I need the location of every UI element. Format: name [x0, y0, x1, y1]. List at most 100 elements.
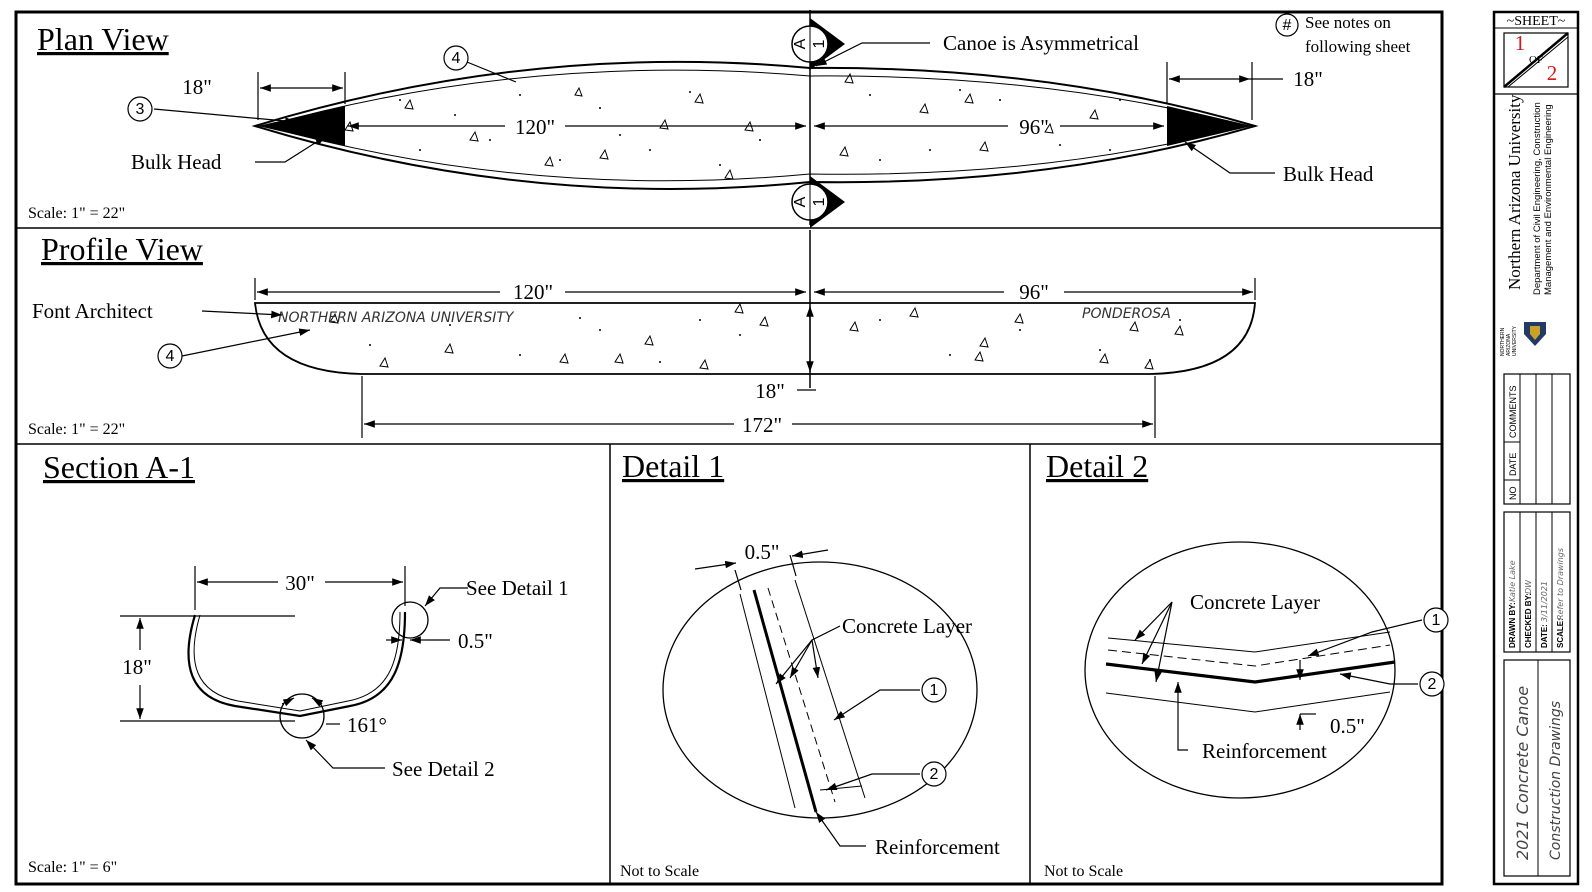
plan-left-tip-length: 18"	[182, 75, 212, 99]
svg-text:DW: DW	[1524, 579, 1533, 594]
detail-1-callout-2: 2	[921, 761, 947, 787]
drawing-info-table	[1503, 511, 1571, 653]
title-block: ~SHEET~ 1 OF 2 Northern Arizona Universi…	[1492, 10, 1580, 886]
profile-left-length: 120"	[513, 280, 553, 304]
section-marker-number: 1	[811, 39, 828, 48]
revision-table	[1503, 373, 1571, 505]
profile-hull	[254, 302, 1256, 375]
plan-leaders	[153, 42, 1275, 174]
svg-text:SCALE:: SCALE:	[1556, 618, 1565, 648]
section-dimensions	[120, 566, 468, 769]
revision-date-header: DATE	[1508, 453, 1518, 476]
profile-depth: 18"	[755, 379, 785, 403]
main-frame	[14, 10, 1444, 886]
svg-text:DRAWN BY:: DRAWN BY:	[1508, 602, 1517, 648]
profile-callout-4: 4	[157, 343, 183, 369]
see-detail-2: See Detail 2	[392, 757, 495, 781]
detail-2-callout-1: 1	[1423, 607, 1449, 633]
detail-1-scale: Not to Scale	[620, 863, 699, 880]
drawing-scale: SCALE: Refer to Drawings	[1556, 548, 1565, 648]
plan-right-length: 96"	[1019, 115, 1049, 139]
font-architect-label: Font Architect	[32, 299, 153, 323]
plan-view-title: Plan View	[37, 21, 169, 57]
sheet-of: OF	[1529, 54, 1543, 66]
section-width: 30"	[285, 571, 315, 595]
detail-2-callout-2: 2	[1419, 671, 1445, 697]
detail-2-scale: Not to Scale	[1044, 863, 1123, 880]
sheet-label: ~SHEET~	[1507, 14, 1566, 29]
department-line-1: Department of Civil Engineering, Constru…	[1532, 102, 1543, 295]
revision-comments-header: COMMENTS	[1508, 386, 1518, 439]
callout-4: 4	[443, 45, 469, 71]
detail-1-thickness: 0.5"	[745, 540, 780, 564]
bulkhead-left-label: Bulk Head	[131, 150, 222, 174]
section-height: 18"	[122, 655, 152, 679]
drawing-date: DATE: 3/11/2021	[1540, 581, 1549, 648]
plan-left-length: 120"	[515, 115, 555, 139]
section-thickness: 0.5"	[458, 629, 493, 653]
plan-tip-dimensions	[257, 62, 1283, 120]
asymmetry-note: Canoe is Asymmetrical	[943, 31, 1139, 55]
svg-text:CHECKED BY:: CHECKED BY:	[1524, 593, 1533, 648]
svg-text:2: 2	[930, 766, 939, 783]
project-name-box	[1503, 659, 1571, 877]
profile-hull-text-left: NORTHERN ARIZONA UNIVERSITY	[278, 310, 515, 326]
svg-text:1: 1	[1432, 612, 1441, 629]
detail-1-callout-1: 1	[921, 677, 947, 703]
detail-2-layers	[1105, 631, 1396, 713]
detail-2-boundary	[1084, 541, 1396, 799]
detail-1-leaders	[694, 549, 920, 847]
sheet-total: 2	[1547, 61, 1558, 85]
svg-text:DATE:: DATE:	[1540, 624, 1549, 648]
university-logo: NORTHERN ARIZONA UNIVERSITY	[1500, 322, 1546, 356]
detail-2-leaders	[1134, 601, 1423, 751]
svg-text:2: 2	[1428, 676, 1437, 693]
section-marker-top: A 1	[791, 18, 845, 70]
section-marker-letter: A	[792, 196, 809, 207]
notes-line-1: See notes on	[1305, 13, 1391, 32]
detail-2-thickness: 0.5"	[1330, 714, 1365, 738]
notes-reference: # See notes on following sheet	[1275, 13, 1411, 56]
department-line-2: Management and Environmental Engineering	[1543, 104, 1554, 295]
svg-text:1: 1	[930, 682, 939, 699]
checked-by: CHECKED BY: DW	[1524, 579, 1533, 648]
see-detail-1: See Detail 1	[466, 576, 569, 600]
callout-3: 3	[127, 96, 153, 122]
project-line-1: 2021 Concrete Canoe	[1513, 686, 1532, 860]
section-marker-number: 1	[811, 197, 828, 206]
detail-2: Detail 2 Concrete Layer 0.5" Reinforceme…	[1044, 448, 1449, 880]
plan-scale: Scale: 1" = 22"	[28, 205, 125, 222]
hash-symbol: #	[1283, 17, 1292, 34]
detail-1-reinforcement-label: Reinforcement	[875, 835, 1000, 859]
section-marker-letter: A	[792, 38, 809, 49]
profile-view: Profile View NORTHERN ARIZONA UNIVERSITY…	[28, 230, 1256, 438]
revision-no-header: NO	[1508, 487, 1518, 501]
bulkhead-right-shape	[1167, 106, 1252, 146]
section-angle: 161°	[347, 713, 387, 737]
svg-text:Katie Lake: Katie Lake	[1508, 560, 1517, 602]
bulkhead-right-label: Bulk Head	[1283, 162, 1374, 186]
svg-text:4: 4	[166, 348, 175, 365]
project-line-2: Construction Drawings	[1548, 701, 1564, 860]
detail-2-title: Detail 2	[1046, 448, 1148, 484]
section-a1: Section A-1 30" 18" 0.5" 1	[28, 449, 569, 876]
university-name: Northern Arizona University	[1505, 94, 1524, 290]
detail-1-layers	[739, 579, 866, 813]
profile-hull-text-right: PONDEROSA	[1082, 306, 1171, 322]
svg-text:Refer to Drawings: Refer to Drawings	[1556, 548, 1565, 620]
sheet-number: 1	[1515, 31, 1526, 55]
detail-1-title: Detail 1	[622, 448, 724, 484]
concrete-aggregate-profile	[329, 302, 1184, 370]
profile-scale: Scale: 1" = 22"	[28, 421, 125, 438]
svg-text:NORTHERN: NORTHERN	[1500, 327, 1506, 356]
profile-view-title: Profile View	[41, 231, 203, 267]
svg-text:3: 3	[136, 101, 145, 118]
section-shell	[187, 611, 407, 718]
concrete-stipple-plan	[399, 89, 1121, 166]
svg-text:ARIZONA: ARIZONA	[1506, 333, 1512, 356]
plan-view: Plan View A 1	[28, 10, 1411, 228]
detail-1: Detail 1 0.5" Concrete Layer Reinforceme…	[620, 448, 1000, 880]
profile-overall-length: 172"	[742, 413, 782, 437]
svg-text:4: 4	[452, 50, 461, 67]
